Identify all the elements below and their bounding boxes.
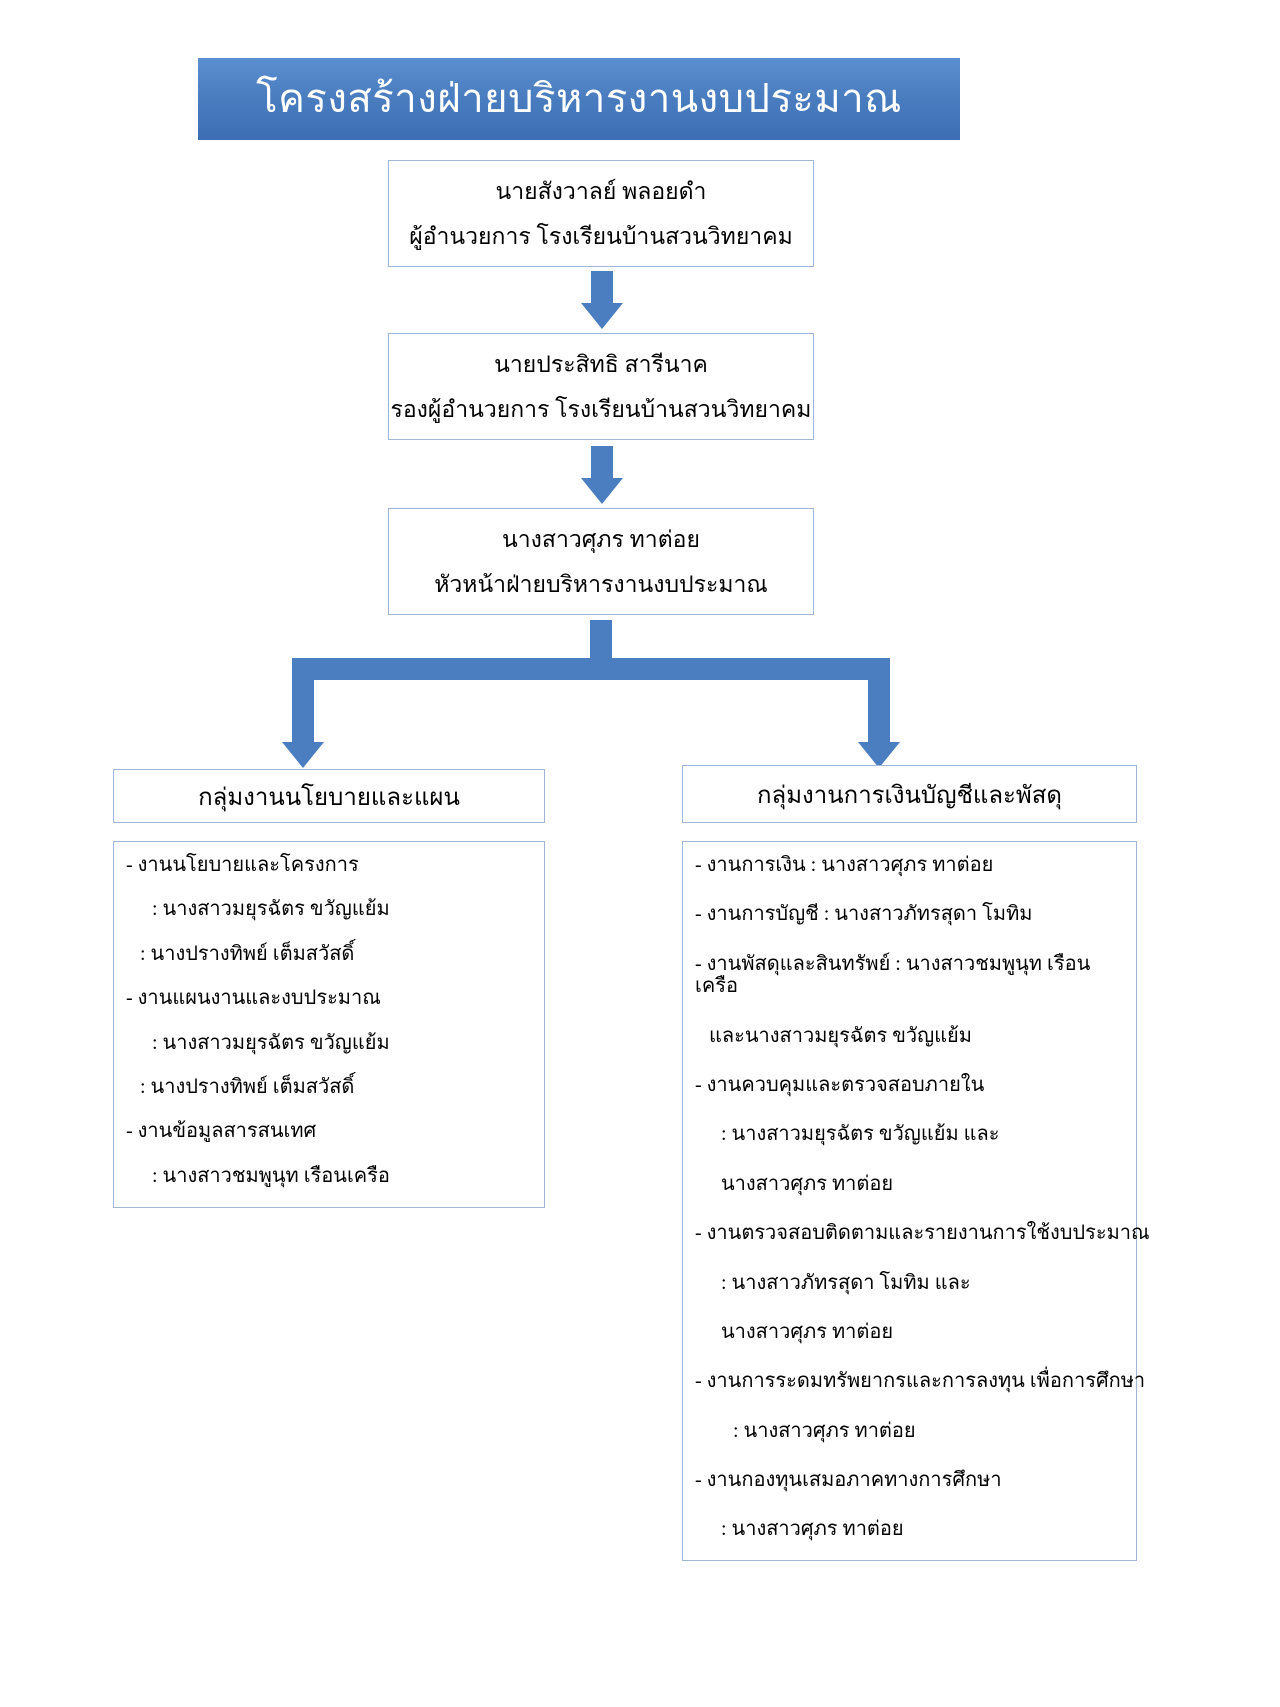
head-name: นางสาวศุภร ทาต่อย xyxy=(502,526,700,552)
list-item: : นางสาวมยุรฉัตร ขวัญแย้ม xyxy=(152,898,390,921)
head-position: หัวหน้าฝ่ายบริหารงานงบประมาณ xyxy=(434,571,768,597)
list-item: : นางปรางทิพย์ เต็มสวัสดิ์ xyxy=(140,1075,355,1098)
director-name: นายสังวาลย์ พลอยดำ xyxy=(495,178,707,204)
list-item: - งานนโยบายและโครงการ xyxy=(126,854,359,876)
detail-box-policy: - งานนโยบายและโครงการ : นางสาวมยุรฉัตร ข… xyxy=(113,841,545,1208)
node-deputy-director: นายประสิทธิ สารีนาค รองผู้อำนวยการ โรงเร… xyxy=(388,333,814,440)
connector-horizontal-bar xyxy=(292,658,890,680)
node-director: นายสังวาลย์ พลอยดำ ผู้อำนวยการ โรงเรียนบ… xyxy=(388,160,814,267)
list-item: - งานการระดมทรัพยากรและการลงทุน เพื่อการ… xyxy=(695,1370,1146,1393)
page-title: โครงสร้างฝ่ายบริหารงานงบประมาณ xyxy=(256,76,902,121)
list-item: - งานแผนงานและงบประมาณ xyxy=(126,987,381,1010)
list-item: และนางสาวมยุรฉัตร ขวัญแย้ม xyxy=(709,1024,972,1047)
arrow-director-to-deputy-icon xyxy=(580,271,624,329)
list-item: - งานการบัญชี : นางสาวภัทรสุดา โมทิม xyxy=(695,903,1033,926)
chart-title-banner: โครงสร้างฝ่ายบริหารงานงบประมาณ xyxy=(198,58,960,140)
arrow-deputy-to-head-icon xyxy=(580,446,624,504)
list-item: : นางสาวศุภร ทาต่อย xyxy=(721,1518,904,1541)
node-budget-head: นางสาวศุภร ทาต่อย หัวหน้าฝ่ายบริหารงานงบ… xyxy=(388,508,814,615)
list-item: : นางสาวศุภร ทาต่อย xyxy=(733,1419,916,1442)
deputy-name: นายประสิทธิ สารีนาค xyxy=(494,351,708,377)
group-header-policy-label: กลุ่มงานนโยบายและแผน xyxy=(198,784,460,811)
list-item: : นางสาวภัทรสุดา โมทิม และ xyxy=(721,1271,971,1294)
list-item: - งานการเงิน : นางสาวศุภร ทาต่อย xyxy=(695,854,994,876)
arrow-to-finance-group-icon xyxy=(857,658,901,768)
list-item: : นางสาวมยุรฉัตร ขวัญแย้ม และ xyxy=(721,1123,1000,1146)
detail-box-finance: - งานการเงิน : นางสาวศุภร ทาต่อย - งานกา… xyxy=(682,841,1150,1561)
arrow-to-policy-group-icon xyxy=(281,658,325,768)
group-header-finance: กลุ่มงานการเงินบัญชีและพัสดุ xyxy=(682,765,1137,823)
deputy-position: รองผู้อำนวยการ โรงเรียนบ้านสวนวิทยาคม xyxy=(390,396,812,422)
list-item: : นางสาวชมพูนุท เรือนเครือ xyxy=(152,1164,390,1187)
list-item: - งานควบคุมและตรวจสอบภายใน xyxy=(695,1073,985,1096)
list-item: : นางสาวมยุรฉัตร ขวัญแย้ม xyxy=(152,1031,390,1054)
list-item: - งานพัสดุและสินทรัพย์ : นางสาวชมพูนุท เ… xyxy=(695,952,1091,998)
group-header-finance-label: กลุ่มงานการเงินบัญชีและพัสดุ xyxy=(757,782,1062,809)
list-item: - งานข้อมูลสารสนเทศ xyxy=(126,1120,317,1143)
group-header-policy: กลุ่มงานนโยบายและแผน xyxy=(113,769,545,823)
list-item: : นางปรางทิพย์ เต็มสวัสดิ์ xyxy=(140,942,355,965)
list-item: นางสาวศุภร ทาต่อย xyxy=(721,1320,894,1343)
list-item: นางสาวศุภร ทาต่อย xyxy=(721,1172,894,1195)
list-item: - งานกองทุนเสมอภาคทางการศึกษา xyxy=(695,1469,1002,1492)
director-position: ผู้อำนวยการ โรงเรียนบ้านสวนวิทยาคม xyxy=(409,223,793,249)
list-item: - งานตรวจสอบติดตามและรายงานการใช้งบประมา… xyxy=(695,1222,1150,1245)
